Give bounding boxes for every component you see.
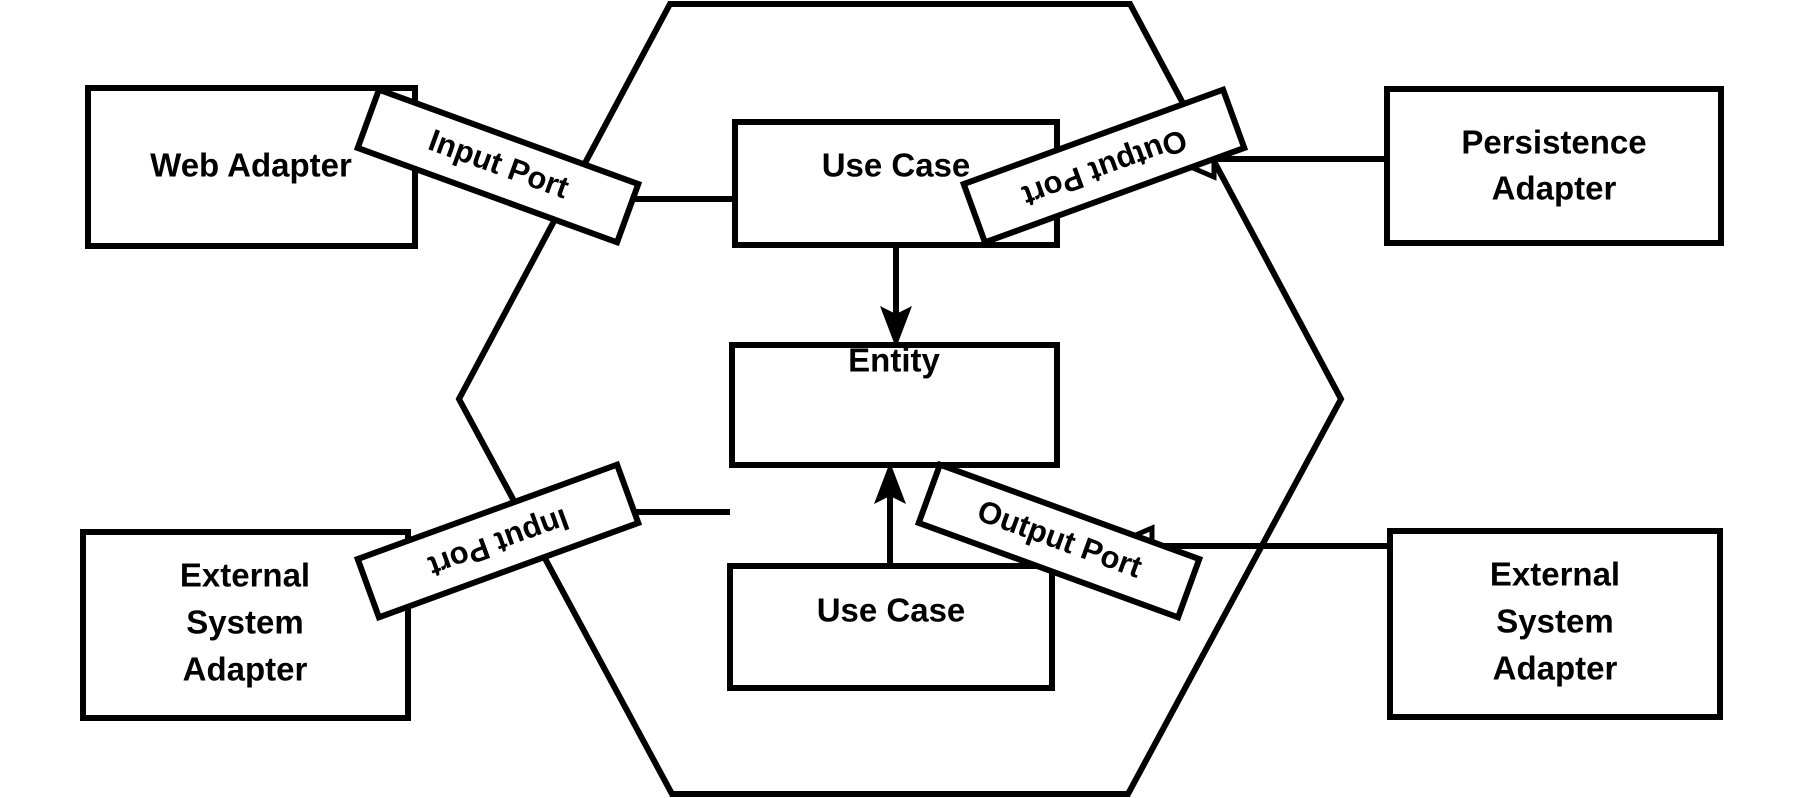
hexagon-outline [455,1,1345,797]
web-adapter-label: Web Adapter [150,147,352,184]
input-port-bottom-shape[interactable] [353,460,643,622]
port-output-top[interactable]: Output Port [959,85,1249,247]
adapter-persistence[interactable]: Persistence Adapter [1384,86,1724,246]
port-input-bottom[interactable]: Input Port [353,460,643,622]
use-case-bottom-label: Use Case [817,592,966,629]
input-port-top-shape[interactable] [353,85,643,247]
persistence-adapter-box[interactable] [1384,86,1724,246]
core-use-case-bottom[interactable]: Use Case [727,563,1055,691]
adapter-external-system-left[interactable]: External System Adapter [80,529,411,721]
external-system-adapter-right-label-line-1: External [1490,556,1620,593]
external-system-adapter-left-label-line-3: Adapter [183,651,308,688]
persistence-adapter-label-line-2: Adapter [1492,170,1617,207]
adapter-web[interactable]: Web Adapter [85,85,418,249]
entity-box[interactable] [729,342,1060,468]
arrowhead-use-case-bottom-to-entity [874,462,906,504]
use-case-top-label: Use Case [822,147,971,184]
external-system-adapter-left-label-line-1: External [180,557,310,594]
arrowhead-use-case-top-to-entity [880,306,912,348]
entity-label: Entity [848,342,940,379]
external-system-adapter-left-label-line-2: System [186,604,303,641]
web-adapter-box[interactable] [85,85,418,249]
output-port-top-shape[interactable] [959,85,1249,247]
external-system-adapter-left-box[interactable] [80,529,411,721]
core-entity[interactable]: Entity [729,342,1060,468]
external-system-adapter-right-box[interactable] [1387,528,1723,720]
external-system-adapter-right-label-line-3: Adapter [1493,650,1618,687]
application-hexagon [455,1,1345,797]
adapter-external-system-right[interactable]: External System Adapter [1387,528,1723,720]
output-port-bottom-shape[interactable] [914,460,1204,622]
external-system-adapter-right-label-line-2: System [1496,603,1613,640]
persistence-adapter-label-line-1: Persistence [1461,124,1646,161]
use-case-bottom-box[interactable] [727,563,1055,691]
